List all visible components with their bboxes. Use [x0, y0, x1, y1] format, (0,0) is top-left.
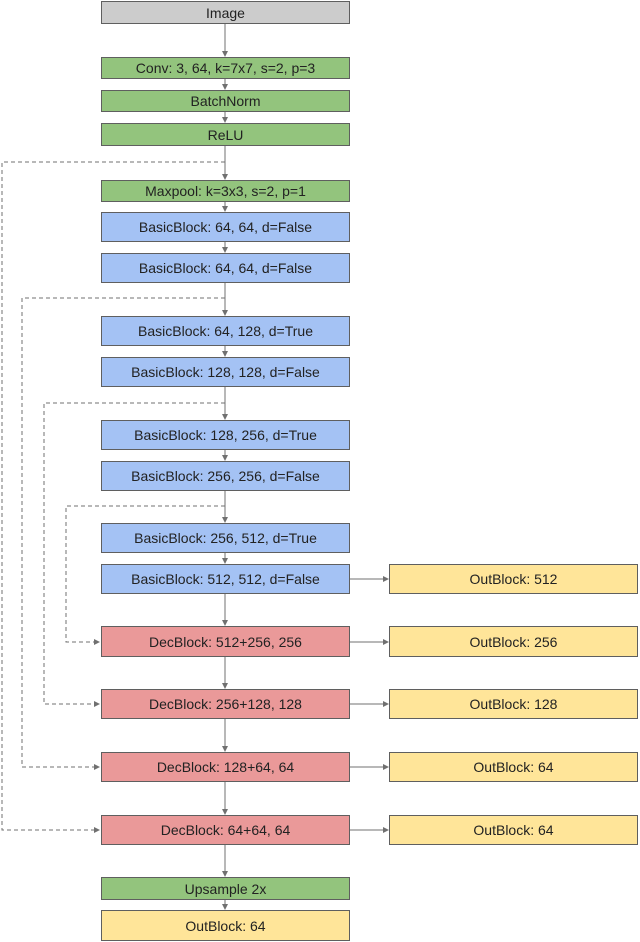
outblock-node-512: OutBlock: 512	[389, 564, 638, 594]
decblock-node-4: DecBlock: 64+64, 64	[101, 815, 350, 845]
outblock-node-64-a: OutBlock: 64	[389, 752, 638, 782]
batchnorm-node: BatchNorm	[101, 90, 350, 112]
image-node: Image	[101, 1, 350, 24]
basicblock-node-4: BasicBlock: 128, 128, d=False	[101, 357, 350, 387]
skip-bb6-dec1	[65, 505, 225, 645]
decblock-node-1: DecBlock: 512+256, 256	[101, 626, 350, 657]
basicblock-node-3: BasicBlock: 64, 128, d=True	[101, 316, 350, 346]
basicblock-node-5: BasicBlock: 128, 256, d=True	[101, 420, 350, 450]
basicblock-node-8: BasicBlock: 512, 512, d=False	[101, 564, 350, 594]
decblock-node-2: DecBlock: 256+128, 128	[101, 689, 350, 719]
skip-relu-dec4	[1, 161, 225, 833]
relu-node: ReLU	[101, 123, 350, 146]
basicblock-node-2: BasicBlock: 64, 64, d=False	[101, 253, 350, 283]
decblock-node-3: DecBlock: 128+64, 64	[101, 752, 350, 782]
conv-node: Conv: 3, 64, k=7x7, s=2, p=3	[101, 57, 350, 79]
outblock-node-128: OutBlock: 128	[389, 689, 638, 719]
upsample-node: Upsample 2x	[101, 877, 350, 900]
outblock-node-256: OutBlock: 256	[389, 626, 638, 657]
basicblock-node-1: BasicBlock: 64, 64, d=False	[101, 212, 350, 242]
basicblock-node-7: BasicBlock: 256, 512, d=True	[101, 523, 350, 553]
outblock-node-64-b: OutBlock: 64	[389, 815, 638, 845]
final-outblock-node: OutBlock: 64	[101, 910, 350, 941]
basicblock-node-6: BasicBlock: 256, 256, d=False	[101, 461, 350, 491]
skip-bb2-dec3	[21, 297, 225, 770]
maxpool-node: Maxpool: k=3x3, s=2, p=1	[101, 180, 350, 202]
skip-bb4-dec2	[43, 402, 225, 707]
